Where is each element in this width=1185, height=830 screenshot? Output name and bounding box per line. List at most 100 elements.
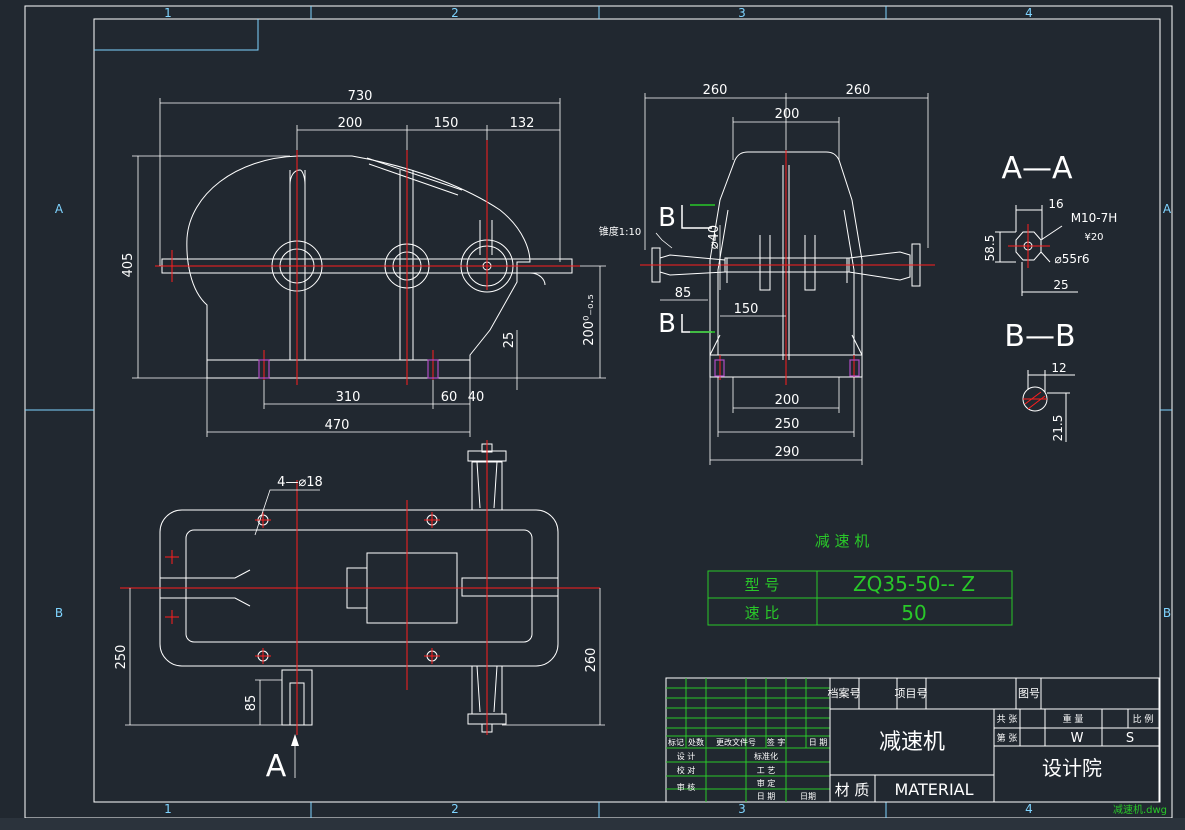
section-a-a-title: A—A: [1001, 151, 1073, 186]
file-name: 减速机.dwg: [1113, 803, 1167, 816]
dim-side-bottom-mid: 250: [775, 417, 800, 432]
front-view-centerlines: [155, 140, 580, 385]
view-arrow-head: [291, 734, 299, 746]
drawing-name: 减速机: [879, 730, 945, 755]
section-b-b-width: 12: [1051, 361, 1066, 375]
section-a-a[interactable]: A—A 16 M10-7H ¥20 58.5 ⌀55r6 25: [983, 151, 1117, 296]
dim-side-top-inner: 200: [775, 107, 800, 122]
section-b-b[interactable]: B—B 12 21.5: [1004, 319, 1076, 442]
dim-overall-height: 405: [121, 253, 136, 278]
section-a-a-width: 16: [1048, 197, 1063, 211]
date2-label: 日期: [800, 792, 816, 801]
section-a-a-height: 58.5: [983, 235, 997, 262]
top-left-tag-box: [94, 19, 259, 51]
status-strip: [0, 818, 1185, 830]
grid-col-2-bottom: 2: [451, 802, 459, 816]
spec-row2-label: 速 比: [745, 604, 780, 622]
sheet-no-label: 第 张: [997, 732, 1018, 744]
section-a-a-depth: ¥20: [1084, 232, 1103, 243]
rev-mark-label: 标记: [668, 737, 684, 747]
rev-date-label: 日 期: [809, 738, 828, 747]
section-b-b-hatching: [1023, 391, 1047, 410]
spec-table-grid: [707, 570, 1013, 626]
side-view-dimensions: 260 260 200 85 150 ⌀40 200 250 290 锥度1:1…: [599, 83, 871, 460]
view-arrow-label: A: [266, 749, 287, 784]
section-b-b-height: 21.5: [1051, 415, 1065, 442]
grid-col-3-bottom: 3: [738, 802, 746, 816]
spec-table[interactable]: 减 速 机 型 号 ZQ35-50-- Z 速 比 50: [707, 532, 1013, 626]
dim-base-total: 470: [325, 418, 350, 433]
section-b-label-upper: B: [658, 203, 676, 233]
scale-label: 比 例: [1133, 713, 1154, 725]
grid-col-4-bottom: 4: [1025, 802, 1033, 816]
date-label: 日 期: [757, 792, 776, 801]
grid-col-1-bottom: 1: [164, 802, 172, 816]
dim-foot: 25: [502, 332, 517, 349]
approved-label: 审 定: [757, 778, 776, 788]
front-view-bolts: [258, 359, 439, 379]
reviewed-label: 审 核: [677, 782, 696, 792]
spec-row2-value: 50: [901, 601, 926, 625]
section-b-label-lower: B: [658, 309, 676, 339]
dim-shaft-distance: 150: [734, 302, 759, 317]
weight-label: 重 量: [1063, 713, 1084, 725]
grid-labels: 1 2 3 4 1 2 3 4 A B A B: [55, 6, 1172, 816]
section-a-a-bottom: 25: [1053, 278, 1068, 292]
standardized-label: 标准化: [754, 751, 778, 761]
top-view[interactable]: 4—⌀18 250 260 85 A: [114, 440, 605, 784]
rev-count-label: 处数: [688, 737, 704, 747]
archive-no-label: 档案号: [828, 686, 861, 700]
dim-shaft-offset: 85: [675, 286, 692, 301]
dim-base-3: 40: [468, 390, 485, 405]
section-a-a-centerlines: [1008, 224, 1050, 268]
section-a-a-dimensions: 16 M10-7H ¥20 58.5 ⌀55r6 25: [983, 197, 1117, 292]
top-view-centerlines: [120, 440, 600, 735]
dim-shaft-spacing-1: 200: [338, 116, 363, 131]
material-value: MATERIAL: [894, 780, 973, 799]
rev-doc-label: 更改文件号: [716, 737, 756, 747]
sheet-total-label: 共 张: [997, 714, 1018, 725]
section-b-b-dimensions: 12 21.5: [1051, 361, 1067, 441]
front-view[interactable]: 730 200 150 132 405 310 60 40 470 25 200…: [121, 89, 606, 437]
title-block[interactable]: 档案号 项目号 图号 减速机 材 质 MATERIAL 设计院 共 张 第 张 …: [665, 677, 1160, 803]
dim-top-left: 250: [114, 645, 129, 670]
dim-base-2: 60: [441, 390, 458, 405]
hole-pattern-label: 4—⌀18: [277, 475, 323, 490]
grid-row-a-left: A: [55, 202, 64, 216]
title-block-grid: [665, 677, 1160, 803]
section-b-b-title: B—B: [1004, 319, 1075, 354]
taper-label: 锥度1:10: [599, 225, 641, 238]
checked-label: 校 对: [677, 765, 696, 775]
section-a-a-diameter: ⌀55r6: [1054, 252, 1089, 266]
grid-row-a-right: A: [1163, 202, 1172, 216]
grid-row-b-right: B: [1163, 606, 1171, 620]
front-view-dim-lines: [132, 98, 606, 437]
process-label: 工 艺: [757, 766, 776, 775]
grid-col-3-top: 3: [738, 6, 746, 20]
company-name: 设计院: [1042, 756, 1102, 780]
spec-row1-label: 型 号: [745, 576, 780, 594]
dim-overall-length: 730: [348, 89, 373, 104]
dim-side-left: 260: [703, 83, 728, 98]
section-a-a-geometry: [995, 205, 1078, 296]
dim-side-bottom-total: 290: [775, 445, 800, 460]
title-block-text: 档案号 项目号 图号 减速机 材 质 MATERIAL 设计院 共 张 第 张 …: [668, 686, 1153, 801]
grid-col-4-top: 4: [1025, 6, 1033, 20]
side-view-centerlines: [640, 150, 935, 385]
side-view-bolts: [714, 359, 860, 377]
side-view[interactable]: 260 260 200 85 150 ⌀40 200 250 290 锥度1:1…: [599, 83, 935, 465]
zone-ticks: [25, 6, 1172, 818]
dim-top-shaft: 85: [244, 695, 259, 712]
section-cut-arrows: [690, 204, 715, 333]
front-view-dimensions: 730 200 150 132 405 310 60 40 470 25 200…: [121, 89, 597, 433]
dim-top-right: 260: [584, 648, 599, 673]
spec-row1-value: ZQ35-50-- Z: [853, 572, 975, 596]
dim-center-height: 200⁰₋₀.₅: [582, 294, 597, 345]
dim-shaft-spacing-3: 132: [510, 116, 535, 131]
section-a-a-thread: M10-7H: [1071, 211, 1118, 225]
dim-side-bottom-inner: 200: [775, 393, 800, 408]
material-label: 材 质: [835, 781, 870, 799]
side-view-dim-lines: [644, 93, 929, 465]
